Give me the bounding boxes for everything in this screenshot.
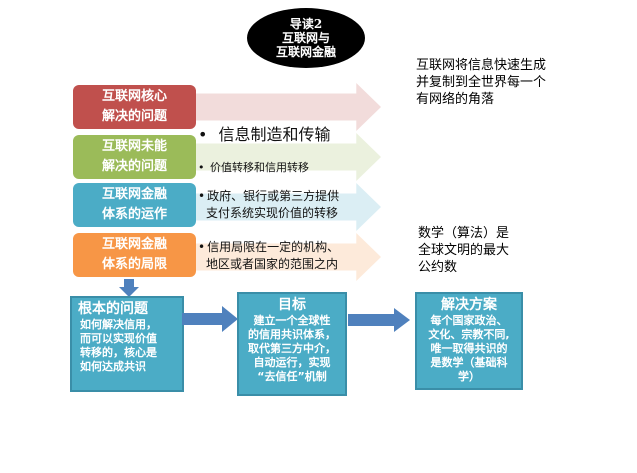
row-text-2: • 价值转移和信用转移 bbox=[198, 161, 309, 174]
title-line-1: 导读2 bbox=[289, 17, 323, 31]
goal-heading: 目标 bbox=[278, 297, 306, 313]
row-label-3: 互联网金融 体系的运作 bbox=[73, 183, 196, 227]
row-label-2: 互联网未能 解决的问题 bbox=[73, 135, 196, 179]
note-math: 数学（算法）是 全球文明的最大 公约数 bbox=[418, 226, 510, 275]
title-line-3: 互联网金融 bbox=[275, 45, 336, 59]
arrow-problem-to-goal-icon bbox=[182, 306, 238, 332]
row-text-4: •信用局限在一定的机构、 地区或者国家的范围之内 bbox=[198, 240, 340, 271]
down-arrow-icon bbox=[119, 279, 139, 297]
root-problem-box: 根本的问题 如何解决信用， 而可以实现价值 转移的，核心是 如何达成共识 bbox=[70, 296, 184, 392]
solution-box: 解决方案 每个国家政治、 文化、宗教不同, 唯一取得共识的 是数学（基础科 学） bbox=[415, 292, 523, 390]
row-text-3: •政府、银行或第三方提供 支付系统实现价值的转移 bbox=[198, 189, 340, 220]
title-oval: 导读2 互联网与 互联网金融 bbox=[247, 8, 365, 68]
arrow-goal-to-solution-icon bbox=[348, 308, 410, 332]
root-problem-heading: 根本的问题 bbox=[78, 301, 148, 317]
row-label-1: 互联网核心 解决的问题 bbox=[73, 85, 196, 129]
goal-box: 目标 建立一个全球性 的信用共识体系， 取代第三方中介， 自动运行，实现 “去信… bbox=[237, 292, 347, 396]
row-text-1: • 信息制造和传输 bbox=[198, 125, 331, 144]
title-line-2: 互联网与 bbox=[281, 31, 330, 45]
row-label-4: 互联网金融 体系的局限 bbox=[73, 233, 196, 277]
note-internet-info: 互联网将信息快速生成 并复制到全世界每一个 有网络的角落 bbox=[416, 58, 547, 107]
solution-heading: 解决方案 bbox=[441, 297, 497, 313]
